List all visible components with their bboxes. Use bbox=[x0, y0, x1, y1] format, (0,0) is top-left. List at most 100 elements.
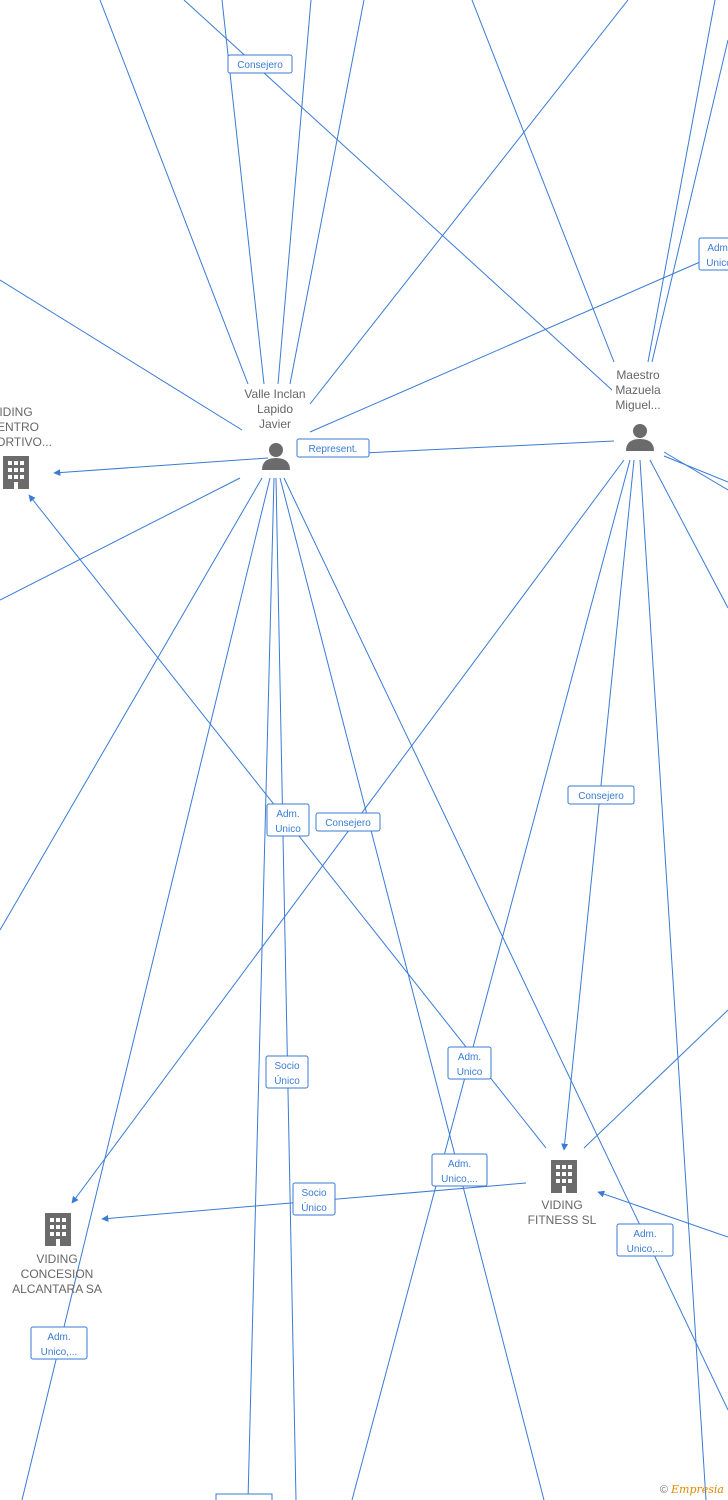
node-label: CONCESION bbox=[21, 1267, 94, 1281]
edge-label-text: Adm. bbox=[276, 809, 299, 820]
edge bbox=[651, 39, 728, 363]
edge-label-text: Socio bbox=[274, 1061, 299, 1072]
edge bbox=[0, 477, 241, 601]
node-label: Maestro bbox=[616, 368, 660, 382]
node-viding-centro[interactable]: IDING ENTRO ORTIVO... bbox=[0, 405, 52, 489]
edge-label-text: Unico,... bbox=[41, 1347, 78, 1358]
edge-label-box bbox=[447, 1046, 492, 1080]
edge bbox=[663, 451, 728, 491]
edge bbox=[53, 457, 269, 477]
edge-label-text: Único bbox=[274, 1074, 300, 1087]
person-icon bbox=[262, 443, 290, 470]
edge-label-text: Adm. bbox=[448, 1159, 471, 1170]
edge bbox=[663, 455, 728, 483]
edge-label-adm-unico-dots[interactable]: Adm. Unico,... bbox=[431, 1153, 488, 1187]
edge bbox=[561, 459, 635, 1151]
node-label: VIDING bbox=[36, 1252, 77, 1266]
edge bbox=[351, 459, 631, 1500]
node-label: IDING bbox=[0, 405, 33, 419]
edge bbox=[649, 459, 728, 609]
edge-label-adm-unico-lower[interactable]: Adm. Unico bbox=[447, 1046, 492, 1080]
edge-label-box bbox=[567, 785, 635, 805]
edge bbox=[99, 0, 249, 385]
edge bbox=[247, 477, 275, 1500]
edge bbox=[647, 0, 716, 363]
edge-label-text: Adm. bbox=[707, 243, 728, 254]
node-maestro[interactable]: Maestro Mazuela Miguel... bbox=[615, 368, 661, 451]
edge-label-text: Consejero bbox=[325, 818, 371, 829]
edge-label-text: Socio bbox=[301, 1188, 326, 1199]
edge-label-text: Unico,... bbox=[627, 1244, 664, 1255]
node-label: ENTRO bbox=[0, 420, 39, 434]
edge bbox=[0, 279, 243, 431]
edge-label-box bbox=[315, 812, 381, 832]
edge-label-box bbox=[265, 1055, 309, 1089]
node-label: FITNESS SL bbox=[528, 1213, 597, 1227]
node-label: ORTIVO... bbox=[0, 435, 52, 449]
node-valle[interactable]: Valle Inclan Lapido Javier bbox=[244, 387, 306, 470]
edge-label-adm-unico-topright[interactable]: Adm. Unico bbox=[698, 237, 728, 271]
edge-label-consejero-right[interactable]: Consejero bbox=[567, 785, 635, 805]
building-icon bbox=[45, 1213, 71, 1246]
nodes-group: Valle Inclan Lapido Javier Maestro Mazue… bbox=[0, 368, 661, 1296]
edge-label-text: Adm. bbox=[633, 1229, 656, 1240]
node-label: Mazuela bbox=[615, 383, 661, 397]
edge-label-text: Consejero bbox=[578, 791, 624, 802]
edge-label-adm-unico-right-low[interactable]: Adm. Unico,... bbox=[616, 1223, 674, 1257]
edge-label-text: Adm. bbox=[47, 1332, 70, 1343]
edge-label-text: Consejero bbox=[237, 60, 283, 71]
edge-label-box bbox=[698, 237, 728, 271]
edge bbox=[639, 459, 707, 1500]
node-label: VIDING bbox=[541, 1198, 582, 1212]
edge-label-box bbox=[266, 803, 310, 837]
edge-labels-group: ConsejeroAdm.UnicoRepresent.ConsejeroAdm… bbox=[30, 54, 728, 1360]
node-label: Miguel... bbox=[615, 398, 660, 412]
node-label: ALCANTARA SA bbox=[12, 1282, 102, 1296]
edge bbox=[279, 477, 545, 1500]
edge-label-represent[interactable]: Represent. bbox=[296, 438, 370, 458]
edge bbox=[471, 0, 615, 363]
edge-label-box bbox=[296, 438, 370, 458]
node-viding-fitness[interactable]: VIDING FITNESS SL bbox=[528, 1160, 597, 1227]
edge bbox=[275, 477, 297, 1500]
edge-label-consejero-mid[interactable]: Consejero bbox=[315, 812, 381, 832]
edge-label-text: Unico bbox=[275, 824, 301, 835]
person-icon bbox=[626, 424, 654, 451]
copyright-notice: © Empresia bbox=[660, 1483, 724, 1496]
edge bbox=[309, 0, 629, 405]
edge bbox=[0, 477, 263, 931]
edge-label-text: Unico bbox=[706, 258, 728, 269]
building-icon bbox=[3, 456, 29, 489]
edge-label-adm-unico-mid[interactable]: Adm. Unico bbox=[266, 803, 310, 837]
edge bbox=[583, 1009, 728, 1149]
edge bbox=[283, 477, 728, 1411]
edge-label-box bbox=[616, 1223, 674, 1257]
edge-label-text: Único bbox=[301, 1201, 327, 1214]
edge-label-text: Unico,... bbox=[441, 1174, 478, 1185]
edge-label-box bbox=[292, 1182, 336, 1216]
node-label: Lapido bbox=[257, 402, 293, 416]
edge bbox=[289, 0, 365, 385]
node-label: Javier bbox=[259, 417, 291, 431]
edge bbox=[277, 0, 312, 385]
edge-label-adm-unico-left-low[interactable]: Adm. Unico,... bbox=[30, 1326, 88, 1360]
edge-label-box bbox=[431, 1153, 488, 1187]
edge bbox=[309, 261, 701, 433]
brand-logo[interactable]: Empresia bbox=[671, 1483, 724, 1496]
edge bbox=[597, 1190, 728, 1238]
edge-label-box bbox=[30, 1326, 88, 1360]
edge-label-text: Unico bbox=[457, 1067, 483, 1078]
edge-label-consejero-top[interactable]: Consejero bbox=[227, 54, 293, 74]
edge-label-box bbox=[227, 54, 293, 74]
edge-label-text: Represent. bbox=[309, 444, 358, 455]
edge-label-partial bbox=[215, 1493, 273, 1500]
copyright-symbol: © bbox=[659, 1484, 668, 1496]
node-viding-concesion[interactable]: VIDING CONCESION ALCANTARA SA bbox=[12, 1213, 102, 1296]
edge-label-text: Adm. bbox=[458, 1052, 481, 1063]
node-label: Valle Inclan bbox=[244, 387, 305, 401]
building-icon bbox=[551, 1160, 577, 1193]
